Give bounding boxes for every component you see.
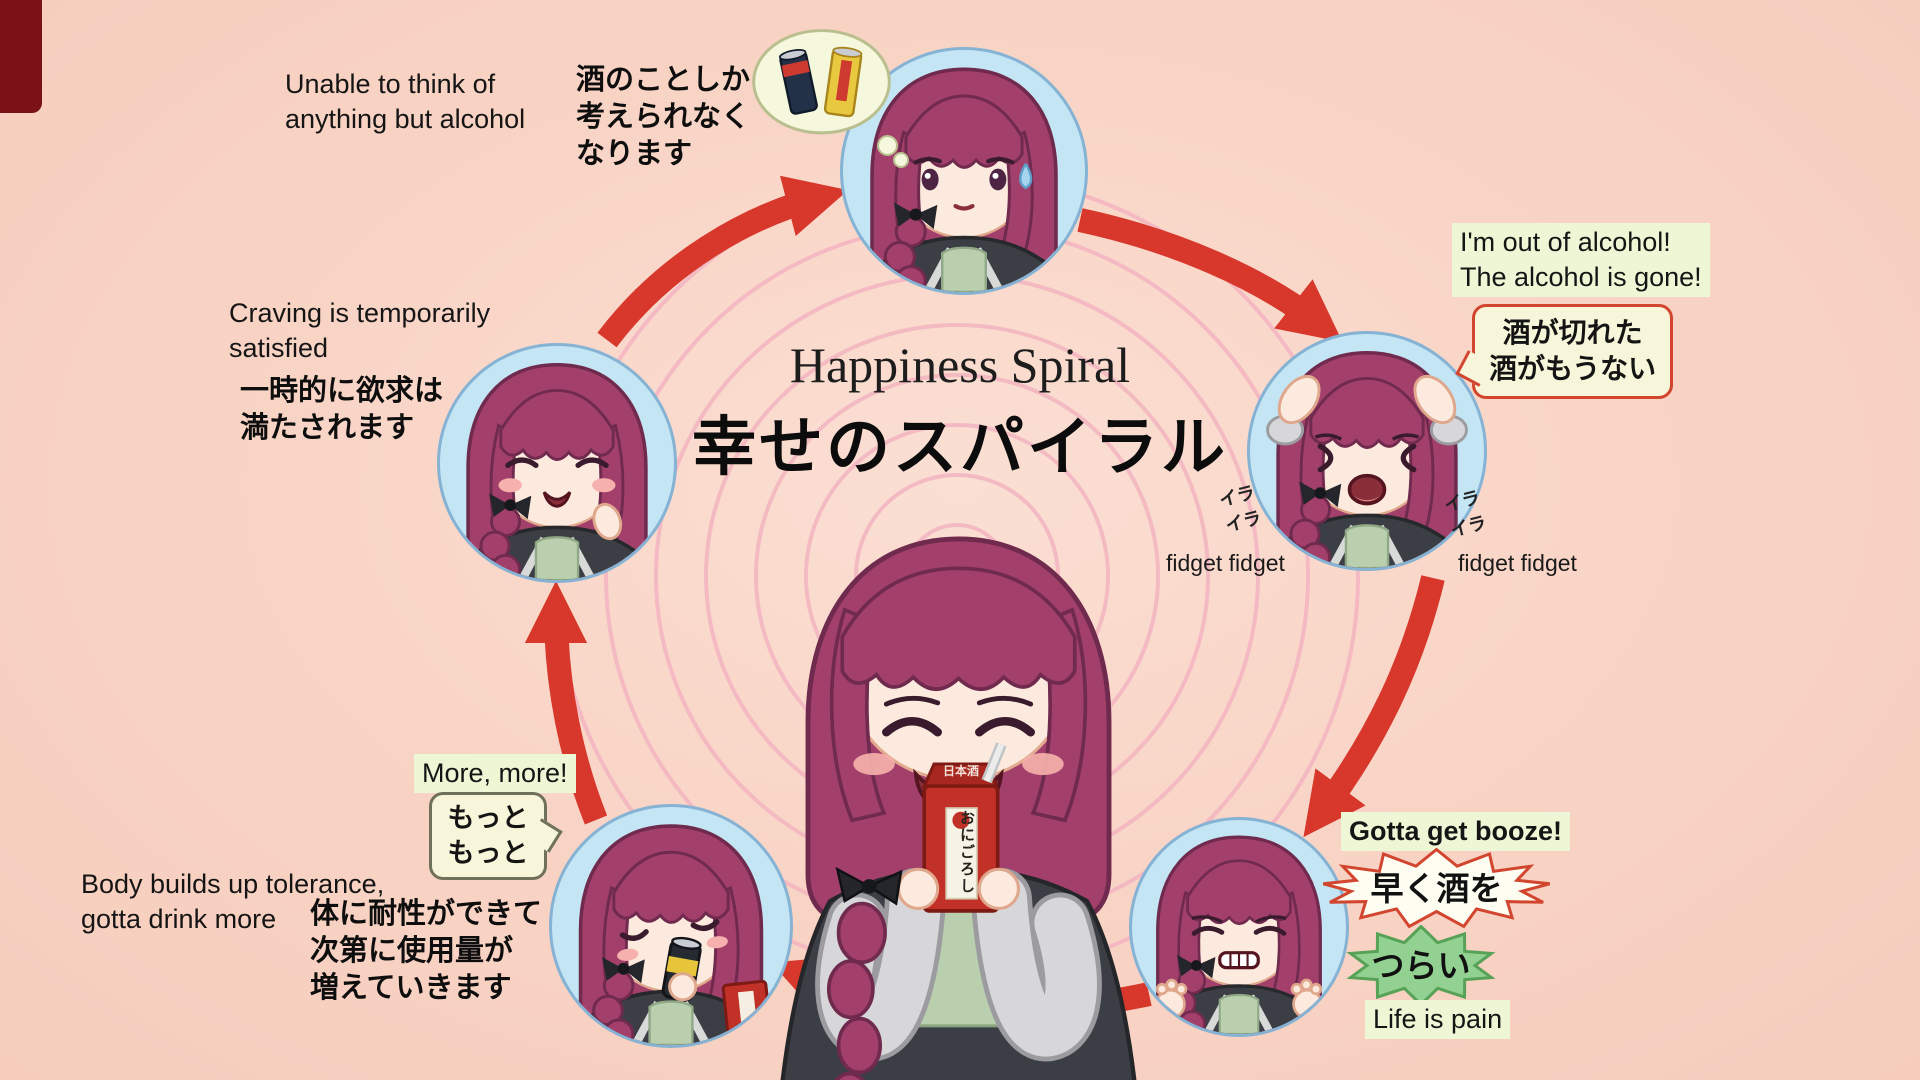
starburst-life-is-pain-text: つらい: [1371, 946, 1471, 985]
beer-can-dark-icon: [778, 48, 818, 115]
stage-node-right: [1247, 331, 1487, 571]
character-portrait: [867, 67, 1061, 292]
starburst-get-booze-text: 早く酒を: [1370, 869, 1503, 908]
beer-can-yellow-icon: [823, 46, 863, 118]
arrow-bottomleft-to-left: [524, 580, 608, 825]
sake-pack-brand: おにごろし: [958, 810, 976, 895]
stage-node-top: [840, 47, 1088, 295]
diagram-title-en: Happiness Spiral: [789, 337, 1131, 393]
label-bottomright-en2: Life is pain: [1365, 1000, 1511, 1040]
arrow-right-to-bottomright: [1303, 575, 1445, 838]
fidget-right: fidget fidget: [1458, 550, 1577, 576]
thought-trail-dot-small: [893, 152, 909, 168]
speech-bubble-out-of-alcohol: 酒が切れた 酒がもうない: [1472, 304, 1674, 399]
arrow-left-to-top: [597, 175, 849, 348]
arrow-top-to-right: [1077, 208, 1343, 343]
screen-corner-artifact: [0, 0, 42, 113]
character-portrait: [1153, 835, 1325, 1034]
starburst-life-is-pain: つらい: [1345, 925, 1497, 1006]
label-left-jp: 一時的に欲求は 満たされます: [240, 373, 444, 445]
label-left-en: Craving is temporarily satisfied: [229, 298, 491, 364]
thought-bubble: [752, 29, 891, 135]
stage-node-left: [437, 343, 677, 583]
center-character: [732, 512, 1185, 1080]
label-top-jp: 酒のことしか 考えられなく なります: [576, 62, 751, 171]
character-portrait: [1266, 350, 1468, 568]
label-bottomright-en: Gotta get booze!: [1341, 812, 1570, 852]
label-right-en: I'm out of alcohol! The alcohol is gone!: [1452, 223, 1710, 298]
sake-pack-brand-small: 日本酒: [942, 764, 979, 778]
speech-bubble-more-more: もっと もっと: [429, 792, 547, 881]
label-bottomleft-jp: 体に耐性ができて 次第に使用量が 増えていきます: [310, 896, 543, 1005]
label-top-en: Unable to think of anything but alcohol: [285, 69, 526, 135]
fidget-left: fidget fidget: [1166, 550, 1285, 576]
starburst-get-booze: 早く酒を: [1320, 848, 1553, 929]
diagram-title-jp: 幸せのスパイラル: [692, 411, 1228, 485]
stage-node-bottom-right: [1129, 817, 1349, 1037]
label-bottomleft-more: More, more!: [414, 754, 576, 794]
starburst-shape: [1322, 848, 1551, 929]
label-bottomleft-en: Body builds up tolerance, gotta drink mo…: [81, 869, 385, 935]
thought-trail-dot-large: [877, 135, 898, 156]
